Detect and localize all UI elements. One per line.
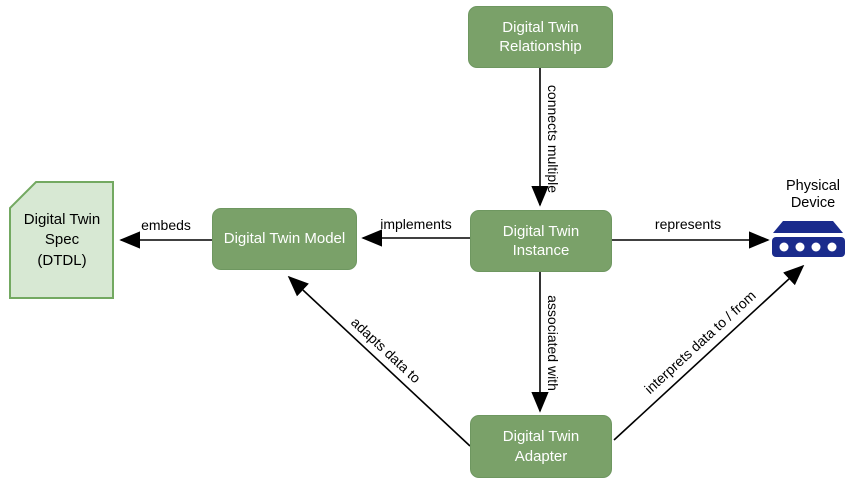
node-digital-twin-adapter: Digital Twin Adapter bbox=[470, 415, 612, 478]
node-digital-twin-spec-label: Digital Twin Spec (DTDL) bbox=[9, 181, 115, 300]
physical-device-icon bbox=[772, 221, 845, 257]
edge-label-represents: represents bbox=[654, 216, 722, 232]
edge-label-associated-with: associated with bbox=[545, 295, 561, 391]
spec-label-line3: (DTDL) bbox=[37, 251, 87, 269]
spec-label-line2: Spec bbox=[44, 231, 80, 249]
edge-label-connects-multiple: connects multiple bbox=[545, 84, 561, 194]
node-digital-twin-model: Digital Twin Model bbox=[212, 208, 357, 270]
node-digital-twin-relationship: Digital Twin Relationship bbox=[468, 6, 613, 68]
edge-label-implements: implements bbox=[380, 216, 452, 232]
edge-interprets-data bbox=[613, 264, 805, 441]
node-digital-twin-instance: Digital Twin Instance bbox=[470, 210, 612, 272]
spec-label-line1: Digital Twin bbox=[23, 211, 101, 229]
physical-device-label: Physical Device bbox=[786, 178, 840, 212]
edge-label-embeds: embeds bbox=[141, 217, 191, 233]
node-digital-twin-spec-shape bbox=[9, 181, 114, 299]
edge-adapts-data-to bbox=[287, 275, 471, 447]
